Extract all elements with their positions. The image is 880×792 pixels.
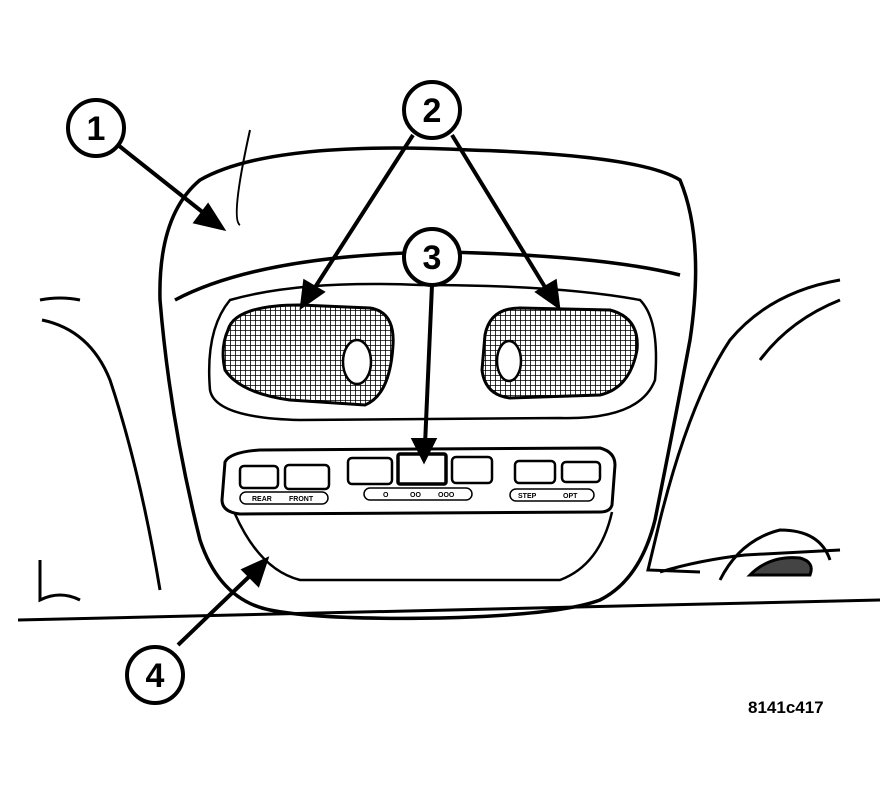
front-button xyxy=(283,463,331,491)
leader-2-left xyxy=(310,133,415,294)
front-label: FRONT xyxy=(289,496,314,503)
step-button xyxy=(513,459,557,485)
right-lamp-switch xyxy=(495,339,523,383)
leader-1 xyxy=(116,143,212,220)
callout-2-number: 2 xyxy=(423,92,442,130)
opt-label: OPT xyxy=(563,493,578,500)
arrowhead-3 xyxy=(410,438,438,465)
mode-three-label: OOO xyxy=(438,492,455,499)
callout-3: 3 xyxy=(402,227,462,287)
left-map-lamp xyxy=(221,303,395,407)
compass-left-button xyxy=(346,456,394,486)
rear-label: REAR xyxy=(252,496,272,503)
arrowhead-2-left xyxy=(299,278,326,311)
opt-button xyxy=(560,460,602,484)
arrowhead-4 xyxy=(240,556,270,588)
callout-1: 1 xyxy=(66,98,126,158)
arrowhead-1 xyxy=(192,202,227,232)
rear-button xyxy=(238,464,280,490)
callout-4: 4 xyxy=(125,645,185,705)
compass-right-button xyxy=(450,455,494,485)
console-button-panel: REAR FRONT O OO OOO STEP OPT xyxy=(220,446,617,582)
mode-two-label: OO xyxy=(410,492,421,499)
roof-headliner-lines xyxy=(17,278,880,622)
right-map-lamp xyxy=(480,306,639,400)
leader-2-right xyxy=(450,133,550,294)
callout-2: 2 xyxy=(402,80,462,140)
callout-4-number: 4 xyxy=(146,657,165,695)
mode-one-label: O xyxy=(383,492,389,499)
arrowhead-2-right xyxy=(534,278,561,311)
step-label: STEP xyxy=(518,493,537,500)
left-lamp-switch xyxy=(341,338,373,386)
figure-id: 8141c417 xyxy=(748,698,824,717)
callout-leaders xyxy=(116,133,561,647)
callout-3-number: 3 xyxy=(423,239,442,277)
leader-3 xyxy=(423,284,434,446)
callout-1-number: 1 xyxy=(87,110,106,148)
leader-4 xyxy=(176,568,258,647)
lamp-bezel xyxy=(207,282,658,422)
